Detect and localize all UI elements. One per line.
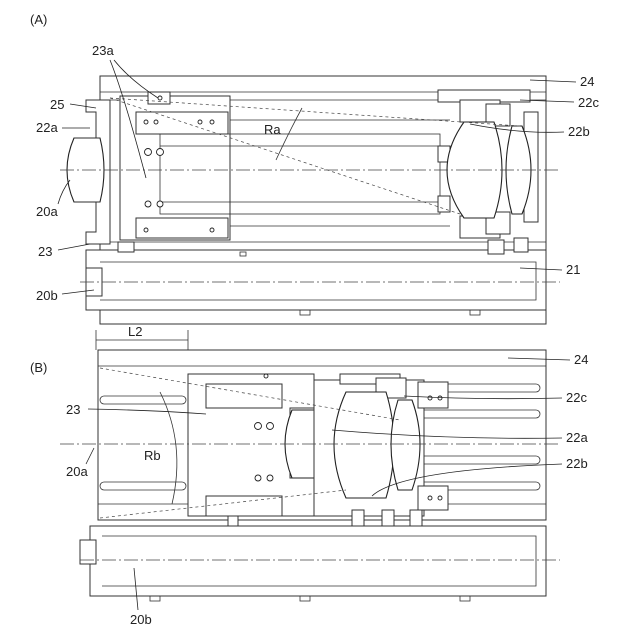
label-Ra: Ra <box>264 122 281 137</box>
guide-21-a <box>86 250 546 310</box>
lens-22a-b <box>334 392 394 498</box>
label-22c-a: 22c <box>578 95 599 110</box>
label-20a-b: 20a <box>66 464 88 479</box>
label-24-b: 24 <box>574 352 588 367</box>
label-24-a: 24 <box>580 74 594 89</box>
panel-b: (B) <box>30 350 588 627</box>
label-20a-a: 20a <box>36 204 58 219</box>
label-22a-a: 22a <box>36 120 58 135</box>
dimension-l2: L2 <box>96 324 188 350</box>
panel-b-label: (B) <box>30 360 47 375</box>
label-L2: L2 <box>128 324 142 339</box>
label-22a-b: 22a <box>566 430 588 445</box>
label-23-a: 23 <box>38 244 52 259</box>
panel-a-label: (A) <box>30 12 47 27</box>
lens-22b-b <box>391 400 420 490</box>
label-22b-b: 22b <box>566 456 588 471</box>
label-25-a: 25 <box>50 97 64 112</box>
label-23-b: 23 <box>66 402 80 417</box>
label-23a: 23a <box>92 43 114 58</box>
label-22c-b: 22c <box>566 390 587 405</box>
label-21: 21 <box>566 262 580 277</box>
guide-b <box>90 526 546 596</box>
label-20b-a: 20b <box>36 288 58 303</box>
label-20b-b: 20b <box>130 612 152 627</box>
panel-a: (A) <box>30 12 599 324</box>
label-22b-a: 22b <box>568 124 590 139</box>
label-Rb: Rb <box>144 448 161 463</box>
